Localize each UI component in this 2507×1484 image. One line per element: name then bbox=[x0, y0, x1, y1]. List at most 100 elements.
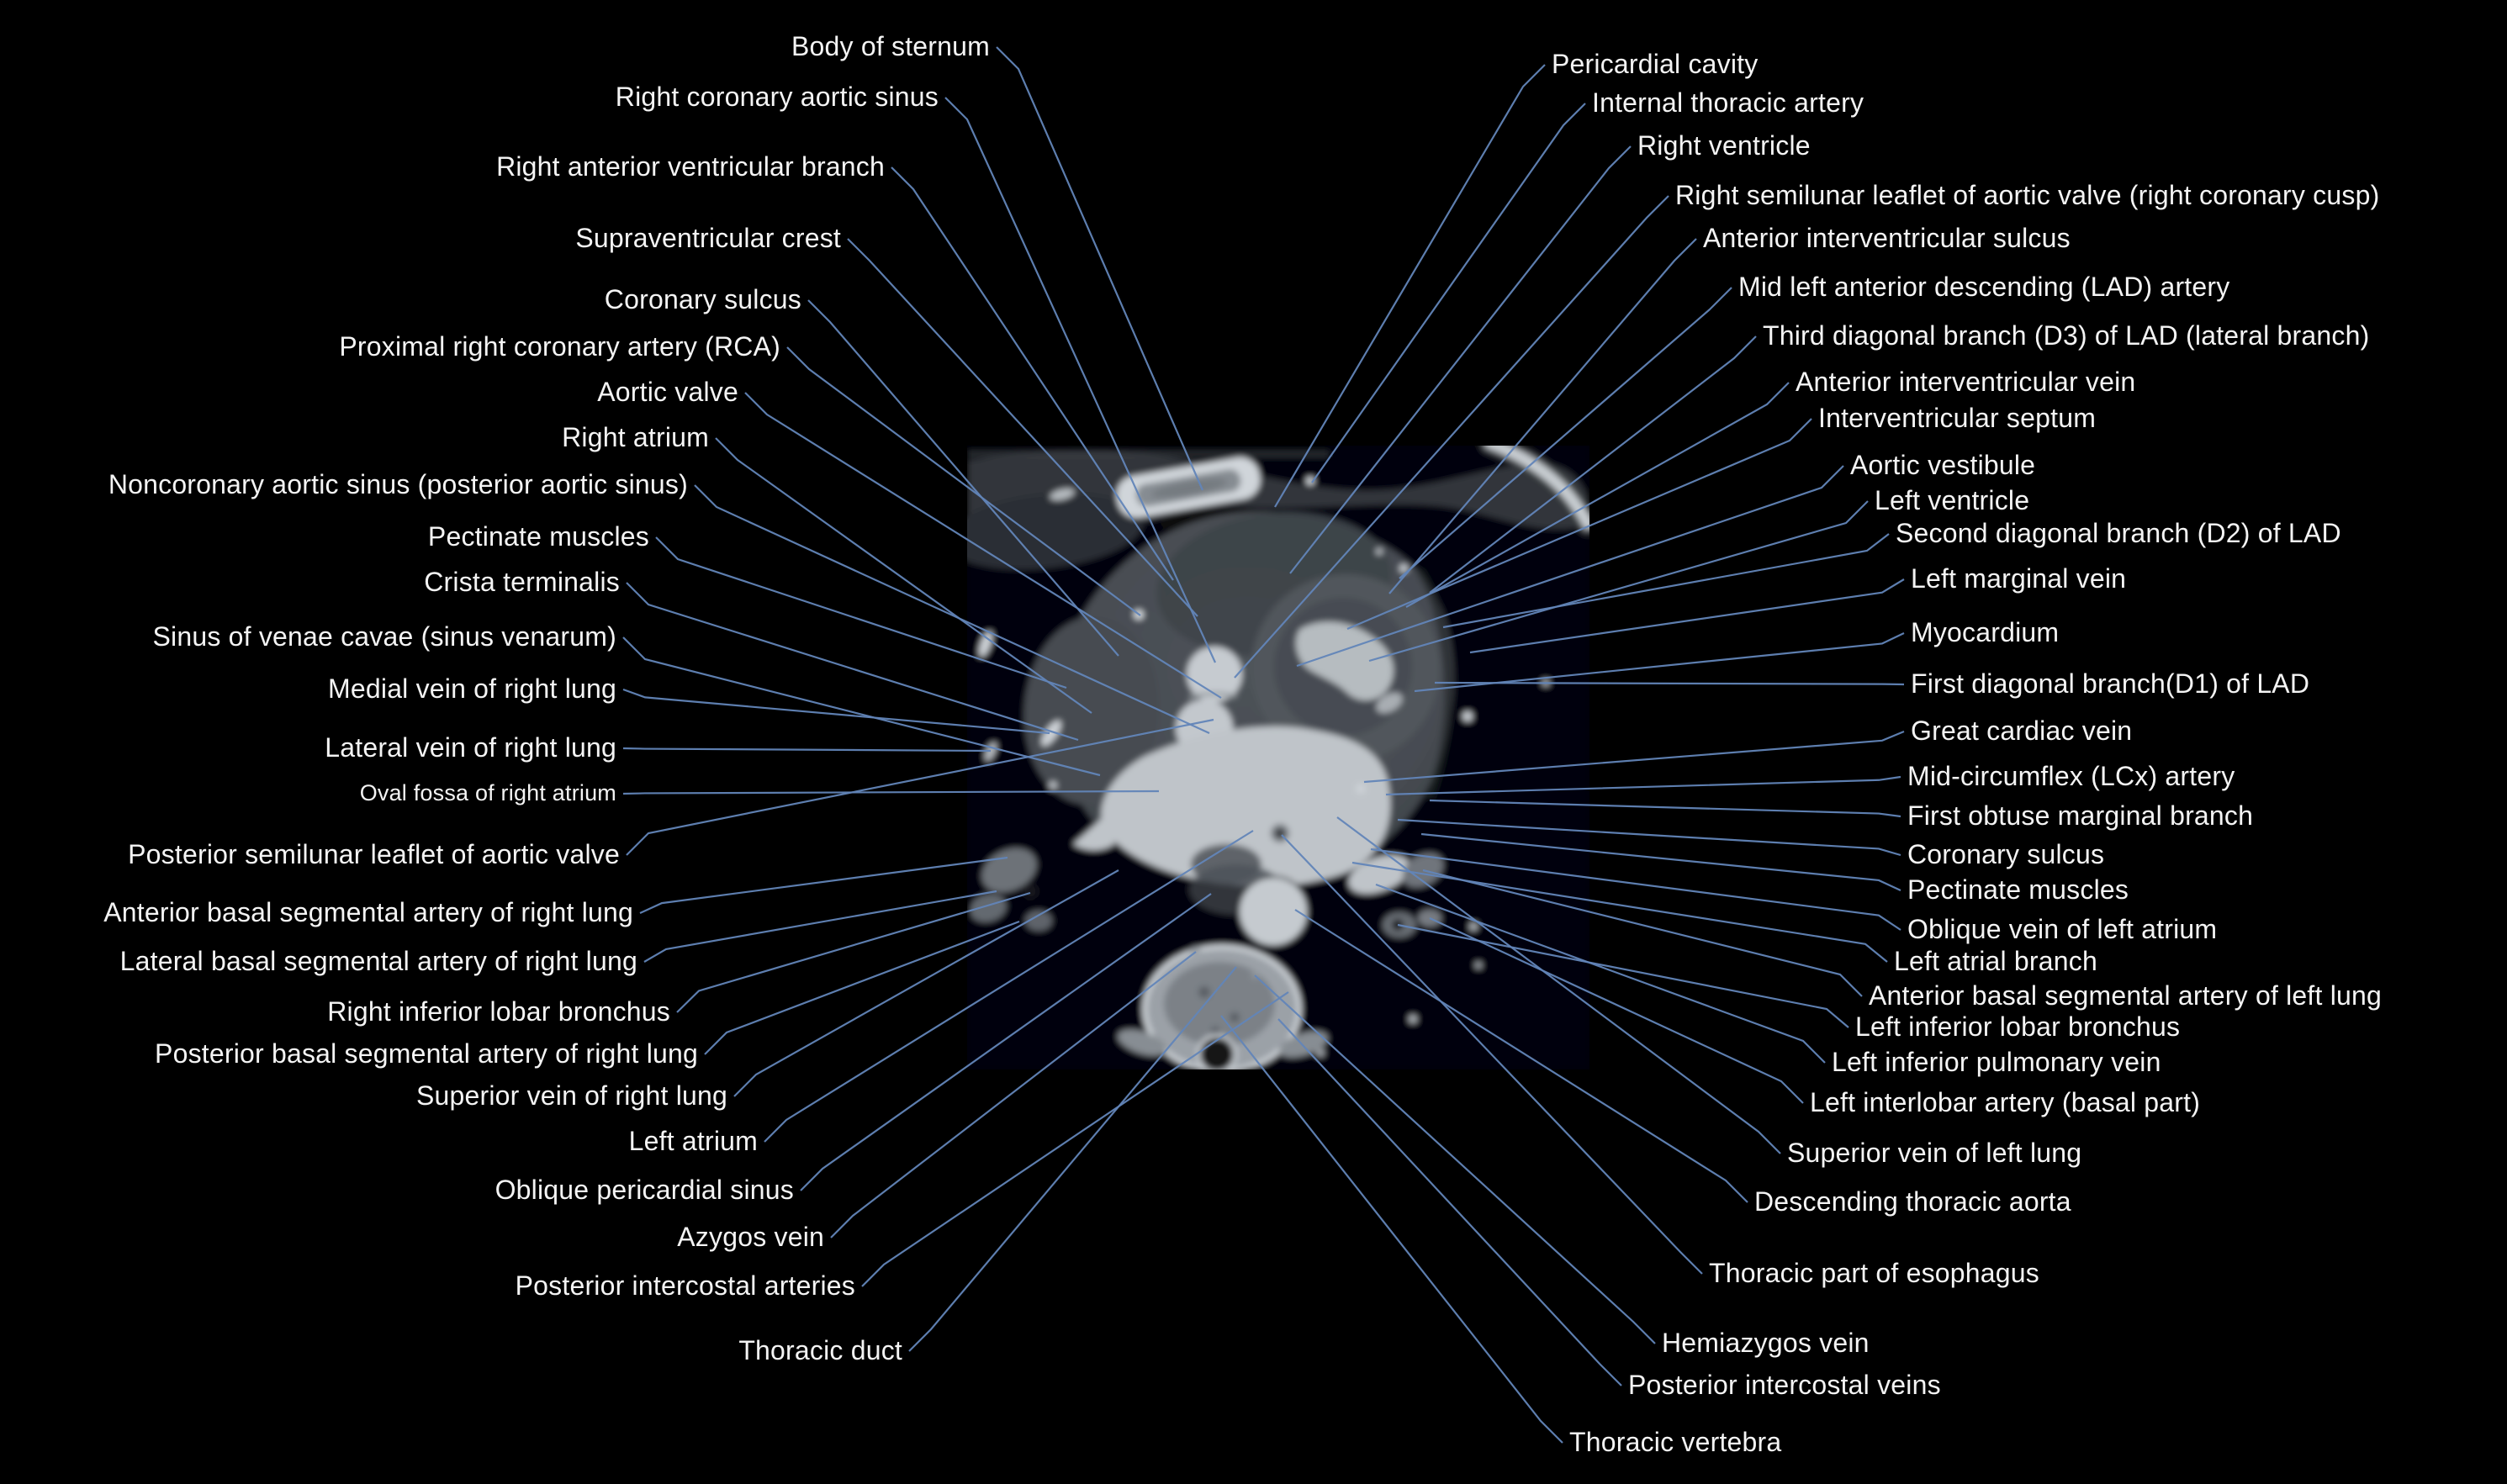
diagonal-branch-dot bbox=[1376, 548, 1383, 555]
right-bronchus-lumen bbox=[1023, 884, 1038, 899]
leader-line-right-7 bbox=[1405, 382, 1790, 608]
leader-line-left-17 bbox=[643, 890, 997, 963]
leader-line-left-19 bbox=[704, 920, 1020, 1055]
spinal-canal bbox=[1197, 1034, 1237, 1069]
aortic-valve-commissure bbox=[1188, 692, 1237, 700]
leader-line-left-1 bbox=[944, 97, 1217, 663]
leader-line-right-8 bbox=[1346, 418, 1812, 631]
anatomy-label-left-3: Supraventricular crest bbox=[575, 223, 841, 253]
leader-line-right-11 bbox=[1442, 533, 1890, 629]
anatomy-label-right-8: Interventricular septum bbox=[1818, 403, 2097, 433]
anatomy-label-right-14: First diagonal branch(D1) of LAD bbox=[1911, 668, 2310, 699]
anatomy-label-right-22: Anterior basal segmental artery of left … bbox=[1869, 980, 2383, 1011]
leader-line-left-22 bbox=[800, 893, 1212, 1191]
leader-line-right-17 bbox=[1429, 799, 1901, 818]
leader-line-left-8 bbox=[694, 484, 1210, 734]
lad-dot bbox=[1399, 564, 1408, 573]
aortic-root-upper-sinus bbox=[1187, 647, 1242, 702]
anatomy-label-right-3: Right semilunar leaflet of aortic valve … bbox=[1675, 180, 2380, 210]
leader-line-right-28 bbox=[1281, 834, 1703, 1275]
anatomy-label-left-5: Proximal right coronary artery (RCA) bbox=[339, 331, 780, 362]
anatomy-label-left-23: Azygos vein bbox=[677, 1222, 824, 1252]
anatomy-label-right-6: Third diagonal branch (D3) of LAD (later… bbox=[1763, 320, 2370, 351]
leader-line-right-25 bbox=[1429, 917, 1804, 1104]
leader-line-left-7 bbox=[715, 437, 1092, 714]
leader-line-right-18 bbox=[1397, 818, 1901, 857]
leader-line-right-4 bbox=[1388, 238, 1697, 594]
anatomy-label-left-8: Noncoronary aortic sinus (posterior aort… bbox=[108, 469, 688, 499]
leader-line-right-26 bbox=[1336, 816, 1781, 1154]
leader-line-right-6 bbox=[1429, 335, 1757, 594]
leader-line-left-10 bbox=[626, 582, 1079, 742]
leader-line-right-13 bbox=[1414, 632, 1905, 693]
leader-line-left-25 bbox=[908, 966, 1237, 1352]
anatomy-label-left-22: Oblique pericardial sinus bbox=[495, 1175, 794, 1205]
leader-line-right-19 bbox=[1420, 832, 1901, 891]
leader-line-right-10 bbox=[1368, 500, 1869, 663]
anatomy-label-left-25: Thoracic duct bbox=[738, 1335, 902, 1365]
leader-line-right-24 bbox=[1375, 883, 1826, 1064]
leader-line-right-22 bbox=[1422, 869, 1863, 997]
leader-line-right-0 bbox=[1274, 64, 1546, 508]
leader-line-left-21 bbox=[764, 830, 1254, 1143]
anatomy-label-left-0: Body of sternum bbox=[791, 31, 990, 61]
anatomy-label-left-11: Sinus of venae cavae (sinus venarum) bbox=[152, 621, 616, 652]
lv-contrast-tail bbox=[1376, 692, 1403, 714]
leader-line-right-15 bbox=[1363, 730, 1905, 784]
anatomy-label-right-25: Left interlobar artery (basal part) bbox=[1810, 1087, 2201, 1117]
leader-line-left-14 bbox=[622, 790, 1160, 795]
leader-line-left-6 bbox=[744, 392, 1222, 699]
sternum-bone bbox=[1116, 457, 1261, 518]
anatomy-label-right-28: Thoracic part of esophagus bbox=[1709, 1258, 2039, 1288]
anatomy-label-left-16: Anterior basal segmental artery of right… bbox=[103, 897, 633, 927]
leader-line-right-1 bbox=[1311, 103, 1586, 483]
anatomy-label-right-27: Descending thoracic aorta bbox=[1754, 1186, 2071, 1217]
anatomy-label-left-24: Posterior intercostal arteries bbox=[515, 1270, 855, 1301]
leader-line-right-21 bbox=[1351, 861, 1888, 963]
leader-line-right-23 bbox=[1397, 923, 1849, 1028]
leader-line-left-15 bbox=[626, 718, 1214, 856]
internal-thoracic-artery-dot bbox=[1306, 477, 1314, 485]
anatomy-label-right-31: Thoracic vertebra bbox=[1569, 1427, 1782, 1457]
anatomy-label-left-7: Right atrium bbox=[562, 422, 709, 452]
leader-line-left-2 bbox=[891, 166, 1174, 581]
anatomy-label-left-19: Posterior basal segmental artery of righ… bbox=[155, 1038, 698, 1069]
anatomy-label-right-1: Internal thoracic artery bbox=[1592, 87, 1864, 118]
leader-line-left-0 bbox=[996, 46, 1204, 491]
leader-line-right-16 bbox=[1385, 775, 1901, 796]
leader-line-left-13 bbox=[622, 747, 992, 753]
anatomy-label-right-18: Coronary sulcus bbox=[1907, 839, 2105, 869]
anatomy-label-left-21: Left atrium bbox=[628, 1126, 758, 1156]
anatomy-label-right-12: Left marginal vein bbox=[1911, 563, 2127, 594]
anatomy-label-left-10: Crista terminalis bbox=[424, 567, 620, 597]
anatomy-label-left-4: Coronary sulcus bbox=[604, 284, 801, 314]
leader-line-left-3 bbox=[847, 238, 1198, 617]
anatomy-label-right-10: Left ventricle bbox=[1875, 485, 2030, 515]
leader-line-left-18 bbox=[676, 891, 1031, 1013]
leader-line-right-3 bbox=[1234, 195, 1669, 679]
anatomy-label-left-2: Right anterior ventricular branch bbox=[496, 151, 885, 182]
anatomy-label-right-17: First obtuse marginal branch bbox=[1907, 800, 2254, 831]
anatomy-label-right-29: Hemiazygos vein bbox=[1662, 1328, 1870, 1358]
leader-line-right-2 bbox=[1289, 145, 1632, 574]
rib-fragment-left bbox=[1050, 489, 1075, 500]
anatomy-label-left-1: Right coronary aortic sinus bbox=[615, 82, 939, 112]
anatomy-label-right-26: Superior vein of left lung bbox=[1787, 1138, 2082, 1168]
leader-line-left-16 bbox=[639, 856, 1008, 915]
leader-line-left-5 bbox=[786, 346, 1141, 616]
anatomy-label-right-4: Anterior interventricular sulcus bbox=[1703, 223, 2071, 253]
anatomy-label-right-15: Great cardiac vein bbox=[1911, 716, 2133, 746]
thoracic-vertebra-body bbox=[1118, 944, 1328, 1069]
leader-line-right-12 bbox=[1469, 578, 1905, 654]
leader-line-left-11 bbox=[622, 636, 1101, 777]
anatomy-label-right-23: Left inferior lobar bronchus bbox=[1855, 1011, 2181, 1042]
skin-line bbox=[967, 451, 1329, 457]
anatomy-label-right-24: Left inferior pulmonary vein bbox=[1832, 1047, 2161, 1077]
anatomy-label-right-9: Aortic vestibule bbox=[1850, 450, 2036, 480]
leader-line-right-30 bbox=[1277, 1018, 1622, 1386]
anatomy-label-left-17: Lateral basal segmental artery of right … bbox=[119, 946, 637, 976]
left-atrium-tip bbox=[1073, 817, 1115, 851]
transverse-process-left bbox=[1279, 1031, 1328, 1058]
